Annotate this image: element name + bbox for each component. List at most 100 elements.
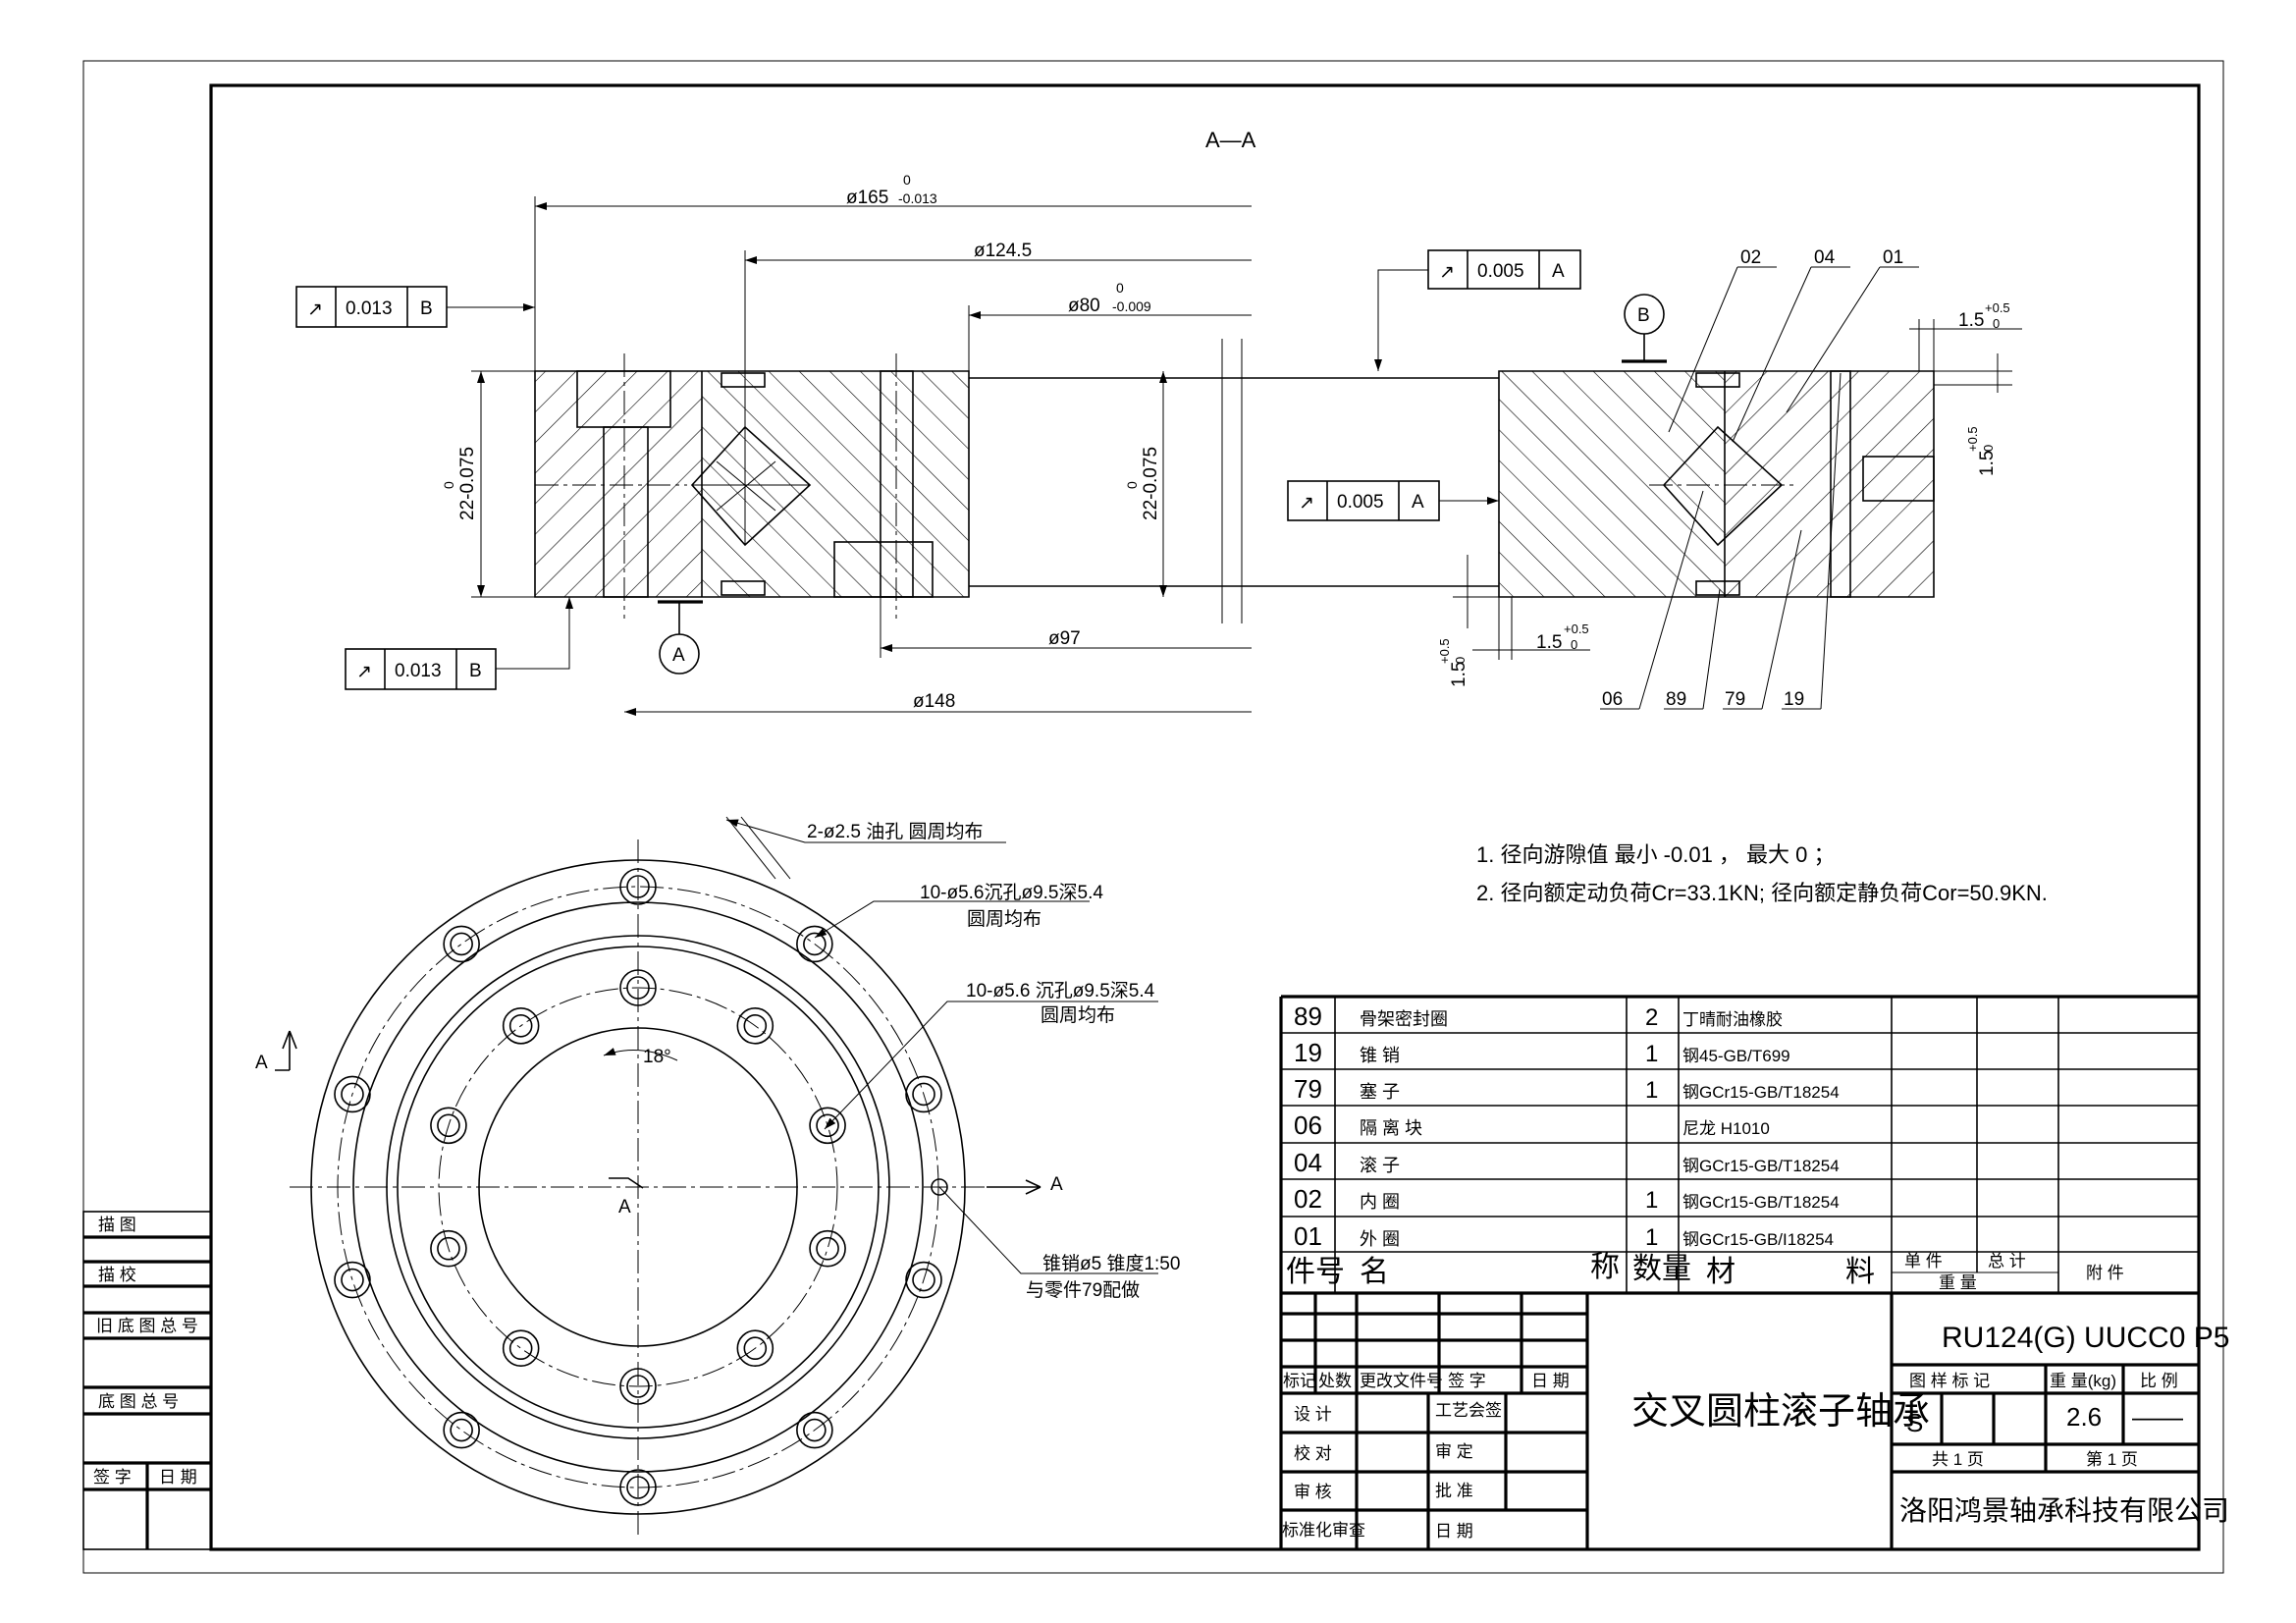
svg-text:B: B: [1637, 305, 1650, 326]
outer-counterbore-hole: [334, 1075, 371, 1113]
inner-through-hole: [508, 1013, 533, 1038]
approval-verify: 审 定: [1435, 1442, 1473, 1461]
outer-holes-note: 10-ø5.6沉孔ø9.5深5.4: [920, 882, 1103, 903]
header-weight: 重 量: [1939, 1273, 1977, 1292]
rev-mark: 标记: [1283, 1372, 1316, 1390]
dim-width-right: 22-0.075: [1141, 447, 1161, 520]
strip-signature: 签 字: [93, 1468, 132, 1487]
dim-width-left-tol: 0: [441, 481, 456, 489]
header-no: 件号: [1286, 1256, 1345, 1288]
role-standardization: 标准化审查: [1282, 1521, 1365, 1540]
header-remark: 附 件: [2086, 1264, 2124, 1282]
note-1: 1. 径向游隙值 最小 -0.01 ， 最大 0 ；: [1476, 842, 1836, 867]
part-qty: 1: [1645, 1041, 1658, 1067]
plan-view: A A A 18° 2-ø2.5 油孔 圆周均布 10-ø5.6沉孔ø9.5深5…: [255, 816, 1180, 1537]
outer-counterbore-hole: [619, 1469, 657, 1506]
scale-header: 比 例: [2140, 1372, 2178, 1390]
approval-approve: 批 准: [1435, 1482, 1473, 1500]
svg-text:↗: ↗: [307, 299, 323, 320]
callout-02: 02: [1740, 247, 1761, 268]
header-qty: 数量: [1632, 1253, 1691, 1285]
side-strip: 描 图 描 校 旧 底 图 总 号 底 图 总 号 签 字 日 期: [82, 1211, 212, 1550]
outer-holes-note-sub: 圆周均布: [967, 908, 1041, 930]
dim-d165-tol-lower: -0.013: [898, 190, 937, 206]
inner-holes-note: 10-ø5.6 沉孔ø9.5深5.4: [966, 980, 1155, 1001]
dim-chamfer-bottom-tol0: 0: [1571, 637, 1577, 652]
product-name: 交叉圆柱滚子轴承: [1631, 1391, 1930, 1433]
dim-chamfer-bottom-v: 1.5: [1449, 662, 1469, 687]
part-name: 塞 子: [1360, 1082, 1400, 1102]
callout-04: 04: [1814, 247, 1836, 268]
callout-89: 89: [1666, 689, 1686, 710]
dim-d165: ø165: [846, 188, 888, 208]
dim-d80-tol-lower: -0.009: [1112, 298, 1151, 314]
part-material: 钢GCr15-GB/T18254: [1682, 1083, 1840, 1102]
section-right: [1498, 370, 1935, 598]
part-qty: 1: [1645, 1224, 1658, 1251]
part-no: 06: [1294, 1110, 1322, 1140]
datum-a: A: [658, 600, 703, 675]
outer-counterbore-hole: [619, 868, 657, 905]
part-no: 79: [1294, 1074, 1322, 1104]
part-no: 02: [1294, 1184, 1322, 1214]
dim-d80: ø80: [1068, 296, 1100, 316]
inner-through-hole: [437, 1113, 460, 1138]
oil-hole-note: 2-ø2.5 油孔 圆周均布: [807, 821, 983, 842]
outer-border: [82, 60, 2224, 1574]
company-name: 洛阳鸿景轴承科技有限公司: [1899, 1495, 2229, 1526]
inner-frame: [209, 83, 2201, 1551]
outer-through-hole: [912, 1082, 935, 1107]
weight-value: 2.6: [2066, 1402, 2102, 1432]
outer-counterbore-hole: [796, 1411, 833, 1449]
inner-counterbore-hole: [502, 1006, 540, 1045]
svg-text:B: B: [420, 298, 433, 319]
inner-counterbore-hole: [619, 969, 657, 1006]
svg-text:0.005: 0.005: [1477, 261, 1524, 282]
inner-through-hole: [626, 1375, 650, 1398]
dim-d165-tol-upper: 0: [903, 172, 911, 188]
part-material: 钢GCr15-GB/I18254: [1682, 1230, 1834, 1249]
part-qty: 1: [1645, 1187, 1658, 1214]
note-2: 2. 径向额定动负荷Cr=33.1KN; 径向额定静负荷Cor=50.9KN.: [1476, 881, 2048, 905]
svg-text:0.005: 0.005: [1337, 492, 1384, 513]
inner-counterbore-hole: [809, 1229, 846, 1268]
outer-counterbore-hole: [443, 925, 480, 963]
callout-01: 01: [1883, 247, 1903, 268]
inner-counterbore-hole: [736, 1329, 774, 1368]
approval-date: 日 期: [1435, 1522, 1473, 1541]
outer-counterbore-hole: [905, 1261, 942, 1299]
dim-d97: ø97: [1048, 628, 1081, 649]
dim-d124-5: ø124.5: [974, 241, 1032, 261]
angle-label: 18°: [643, 1047, 671, 1067]
datum-b: B: [1622, 294, 1667, 363]
dim-d148: ø148: [913, 691, 955, 712]
part-qty: 1: [1645, 1077, 1658, 1104]
center-mark: A: [618, 1197, 631, 1217]
part-material: 丁晴耐油橡胶: [1682, 1010, 1783, 1029]
role-review: 审 核: [1294, 1483, 1332, 1501]
header-total-weight: 总 计: [1988, 1252, 2026, 1271]
callout-19: 19: [1784, 689, 1804, 710]
inner-counterbore-hole: [736, 1006, 774, 1045]
strip-draw: 描 图: [98, 1216, 136, 1234]
rev-count: 处数: [1318, 1372, 1352, 1390]
section-left: [534, 339, 1499, 623]
strip-base-no: 底 图 总 号: [98, 1392, 179, 1411]
svg-text:↗: ↗: [356, 662, 372, 682]
pin-note: 锥销ø5 锥度1:50: [1042, 1253, 1180, 1274]
dim-chamfer-bottom-tol: +0.5: [1564, 622, 1589, 636]
svg-text:A: A: [672, 645, 685, 666]
part-material: 尼龙 H1010: [1682, 1119, 1770, 1138]
rev-date: 日 期: [1531, 1372, 1570, 1390]
dim-chamfer-top-tol0: 0: [1993, 316, 2000, 331]
dim-chamfer-side-tol: +0.5: [1965, 426, 1980, 452]
part-material: 钢45-GB/T699: [1682, 1047, 1790, 1065]
pin-note-sub: 与零件79配做: [1026, 1279, 1140, 1301]
outer-through-hole: [341, 1082, 364, 1107]
header-name-a: 名: [1360, 1256, 1389, 1288]
part-name: 滚 子: [1360, 1156, 1400, 1175]
sheets-total: 共 1 页: [1932, 1450, 1984, 1469]
inner-through-hole: [743, 1336, 768, 1361]
